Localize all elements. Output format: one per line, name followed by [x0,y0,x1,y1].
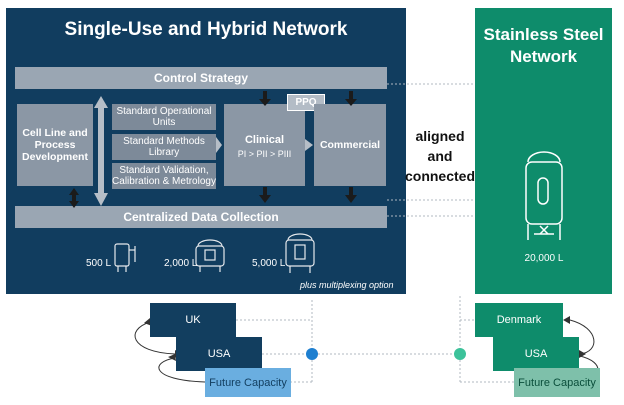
standard-validation: Standard Validation, Calibration & Metro… [112,163,216,189]
site-future-right: Future Capacity [514,368,600,397]
control-strategy-bar: Control Strategy [15,67,387,89]
arrow-to-clinical [216,137,222,153]
clinical-phases: PI > PII > PIII [237,149,292,159]
panel-dotted-lines [387,83,475,217]
volume-20000: 20,000 L [524,253,564,264]
clinical-box: Clinical PI > PII > PIII [224,104,305,186]
bioreactor-5000-icon [285,233,315,273]
site-usa-right: USA [493,337,579,371]
steel-tank-icon [525,151,563,240]
stainless-steel-network-panel [475,8,612,294]
data-collection-bar: Centralized Data Collection [15,206,387,228]
control-down-arrows [259,91,357,106]
left-curved-arrows [134,321,206,383]
volume-2000: 2,000 L [164,258,198,269]
left-network-node [306,348,318,360]
volume-500: 500 L [86,258,112,269]
site-usa-left: USA [176,337,262,371]
standard-methods-library: Standard Methods Library [112,134,216,160]
clinical-title: Clinical [244,134,285,146]
volume-5000: 5,000 L [252,258,286,269]
cell-line-box: Cell Line and Process Development [17,104,93,186]
cell-line-data-arrow [69,188,79,208]
standard-operational-units: Standard Operational Units [112,104,216,130]
stainless-steel-title: Stainless Steel Network [483,25,604,66]
site-uk: UK [150,303,236,337]
single-use-title: Single-Use and Hybrid Network [64,19,348,40]
site-future-left: Future Capacity [205,368,291,397]
commercial-box: Commercial [314,104,386,186]
multiplexing-note: plus multiplexing option [300,280,394,290]
bioreactor-500-icon [114,243,136,272]
site-denmark: Denmark [475,303,563,337]
bottom-dotted-lines [236,296,514,383]
aligned-connected-text: aligned and connected [404,128,475,184]
bioreactor-2000-icon [195,239,225,272]
right-network-node [454,348,466,360]
vertical-double-arrow [94,96,108,206]
data-down-arrows [259,187,357,203]
arrow-to-commercial [305,139,313,151]
